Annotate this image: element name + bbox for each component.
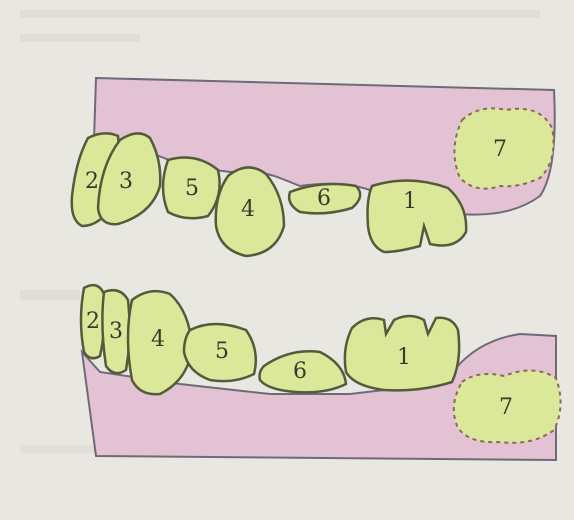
lower-tooth-2-label: 2 (86, 309, 100, 334)
lower-tooth-1-label: 1 (397, 345, 411, 370)
upper-tooth-6-label: 6 (317, 186, 331, 211)
upper-jaw: 2 3 5 4 6 1 7 (72, 78, 555, 256)
upper-tooth-1-label: 1 (403, 189, 417, 214)
lower-tooth-5-label: 5 (215, 339, 229, 364)
lower-tooth-6-label: 6 (293, 359, 307, 384)
lower-tooth-3-label: 3 (109, 319, 123, 344)
upper-tooth-3-label: 3 (119, 169, 133, 194)
upper-tooth-5-label: 5 (185, 176, 199, 201)
upper-tooth-4-label: 4 (241, 197, 255, 222)
lower-jaw: 2 3 4 5 6 1 7 (81, 285, 561, 460)
lower-tooth-7-label: 7 (499, 395, 513, 420)
upper-tooth-2-label: 2 (85, 169, 99, 194)
lower-tooth-4-label: 4 (151, 327, 165, 352)
upper-tooth-7-label: 7 (493, 137, 507, 162)
